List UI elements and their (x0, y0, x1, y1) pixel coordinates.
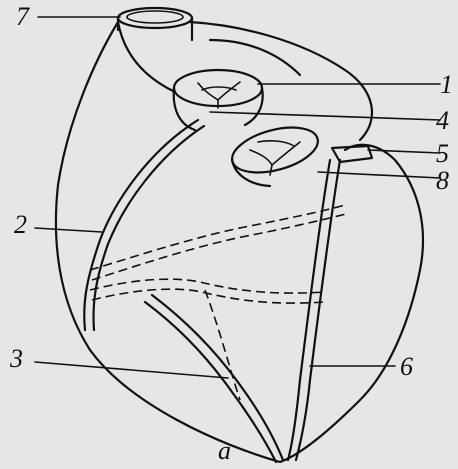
label-7: 7 (16, 4, 29, 30)
coronary-left-2 (84, 120, 198, 330)
figure-caption: a (218, 436, 231, 466)
coronary-right-6b (296, 160, 340, 460)
heart-outline (56, 22, 423, 462)
label-6: 6 (400, 354, 413, 380)
dashed-branch-lower-b (92, 289, 325, 303)
interventricular-branch-3b (145, 302, 276, 462)
atrium-contour (118, 22, 175, 92)
vessel-7-inner (127, 11, 183, 23)
leader-5 (368, 150, 440, 153)
label-3: 3 (10, 346, 23, 372)
pulmonary-opening (227, 119, 322, 180)
leader-4 (210, 112, 440, 120)
label-1: 1 (440, 72, 453, 98)
coronary-right-6 (288, 160, 330, 460)
vessel-5 (332, 146, 372, 162)
dashed-branch-lower (90, 279, 325, 293)
label-5: 5 (436, 141, 449, 167)
label-2: 2 (14, 212, 27, 238)
coronary-left-2b (94, 126, 204, 330)
dashed-descending (205, 290, 240, 400)
leader-3 (35, 362, 228, 378)
aorta-walls (174, 88, 263, 130)
label-8: 8 (436, 168, 449, 194)
dashed-branch-upper-b (92, 214, 346, 280)
dashed-branch-upper (90, 205, 345, 270)
leader-2 (35, 228, 102, 232)
label-4: 4 (436, 108, 449, 134)
